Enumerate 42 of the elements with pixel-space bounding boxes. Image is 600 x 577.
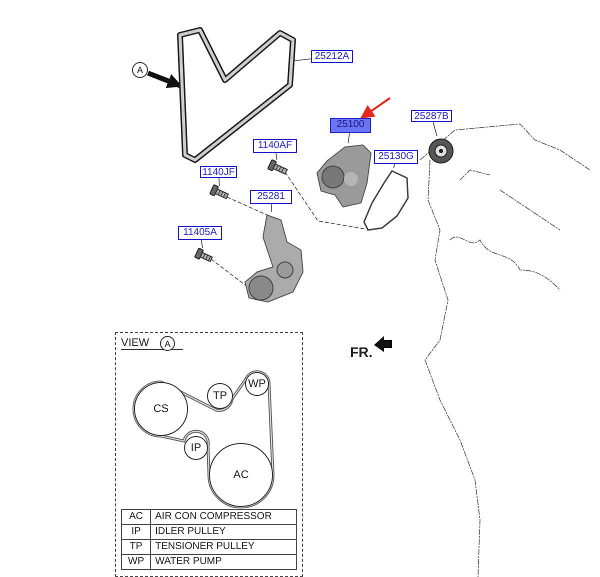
description-text: IDLER PULLEY [150,524,296,540]
part-number-label: 25281 [250,190,292,204]
pulley-circle: CS [134,382,188,436]
view-panel [115,332,303,577]
description-text: AIR CON COMPRESSOR [150,510,296,524]
abbreviation-text: IP [122,524,151,540]
leader-line [432,122,438,136]
part-number-label: 25287B [411,110,452,122]
abbreviation-text: TP [122,540,151,554]
leader-line [348,132,350,144]
part-number-label: 25130G [374,150,418,164]
pulley-circle: TP [207,383,233,409]
leader-line [200,240,203,248]
front-direction-label: FR. [350,344,373,360]
pulley-circle: AC [209,443,273,507]
pulley-circle: IP [184,436,208,460]
leader-line [276,152,278,160]
description-text: WATER PUMP [150,554,296,570]
leader-line [292,58,312,62]
water-pump-drawing [315,143,373,208]
bolt-drawing [268,160,288,176]
bolt-drawing [211,186,229,200]
leader-line [270,204,272,212]
tensioner-drawing [243,212,305,304]
leader-line [218,178,220,186]
part-number-label: 25100 [330,118,371,133]
assembly-line [226,196,268,216]
view-marker: A [160,336,175,351]
abbreviation-text: WP [122,554,151,570]
part-number-label: 1140AF [253,139,297,153]
bolt-drawing [196,248,212,264]
assembly-line [284,172,366,230]
part-number-label: 11405A [178,226,222,240]
leader-line [393,164,395,168]
pulley-circle: WP [245,372,269,396]
view-marker: A [132,62,148,78]
part-number-label: 25212A [311,50,353,63]
abbreviation-text: AC [122,510,151,524]
pointer-arrow [360,97,391,119]
description-text: TENSIONER PULLEY [150,540,296,554]
part-number-label: 1140JF [200,166,237,178]
pulley-drawing [428,136,454,166]
